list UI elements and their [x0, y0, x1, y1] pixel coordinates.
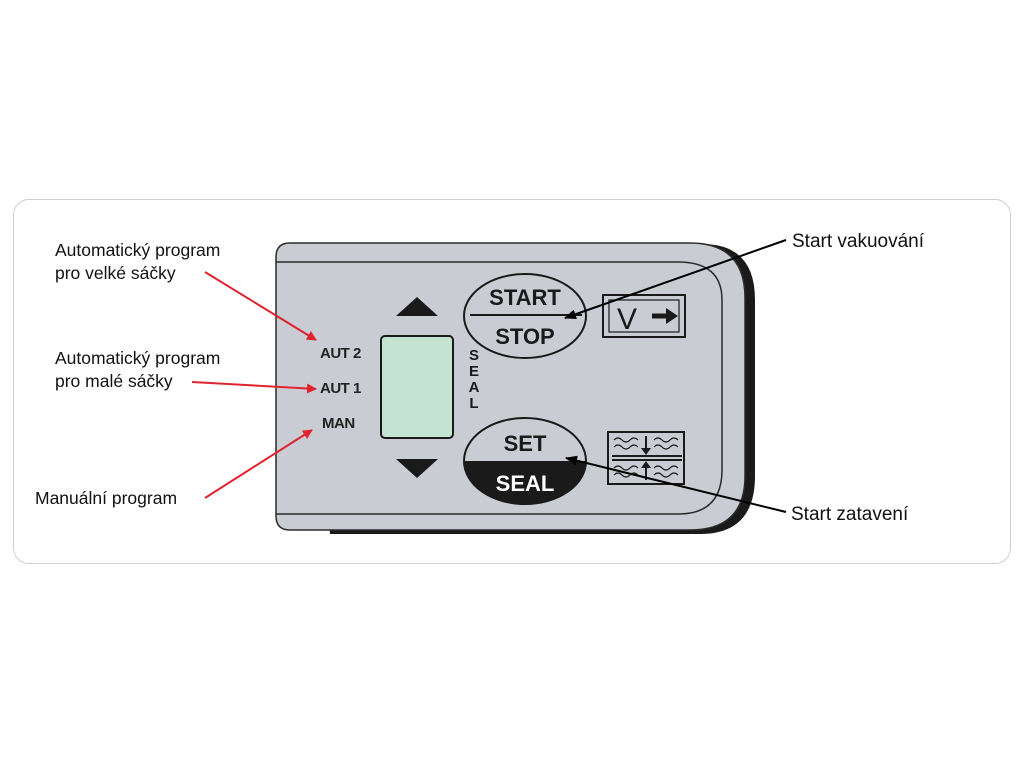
callout-auto-large-line2: pro velké sáčky [55, 263, 176, 283]
callout-auto-large-line1: Automatický program [55, 240, 221, 260]
seal-icon-button[interactable] [607, 431, 685, 485]
start-label: START [489, 285, 561, 310]
seal-label: SEAL [496, 471, 555, 496]
callout-start-seal: Start zatavení [791, 504, 909, 525]
arrow-start-vacuum [564, 239, 787, 320]
mode-label-aut2: AUT 2 [320, 345, 361, 362]
mode-label-aut1: AUT 1 [320, 380, 361, 397]
set-seal-button[interactable] [463, 417, 587, 505]
callout-auto-small: Automatický program pro malé sáčky [55, 347, 220, 393]
up-arrow-button[interactable] [396, 297, 438, 316]
panel-inner-border [276, 261, 723, 515]
set-label: SET [504, 431, 547, 456]
lcd-display [380, 335, 454, 439]
callout-auto-small-line1: Automatický program [55, 348, 221, 368]
arrow-manual [204, 429, 313, 499]
start-stop-button[interactable] [463, 273, 587, 359]
diagram-frame [13, 199, 1011, 564]
stop-label: STOP [495, 324, 555, 349]
vacuum-icon-button[interactable] [602, 294, 686, 338]
arrow-auto-small [191, 381, 317, 394]
callout-auto-small-line2: pro malé sáčky [55, 371, 173, 391]
arrow-start-seal [565, 455, 787, 513]
callout-manual: Manuální program [35, 488, 178, 508]
down-arrow-button[interactable] [396, 459, 438, 478]
callout-start-vacuum: Start vakuování [792, 231, 925, 252]
mode-label-man: MAN [322, 415, 355, 432]
arrow-auto-large [204, 271, 317, 341]
callout-auto-large: Automatický program pro velké sáčky [55, 239, 220, 285]
vacuum-icon-letter: V [617, 303, 637, 336]
